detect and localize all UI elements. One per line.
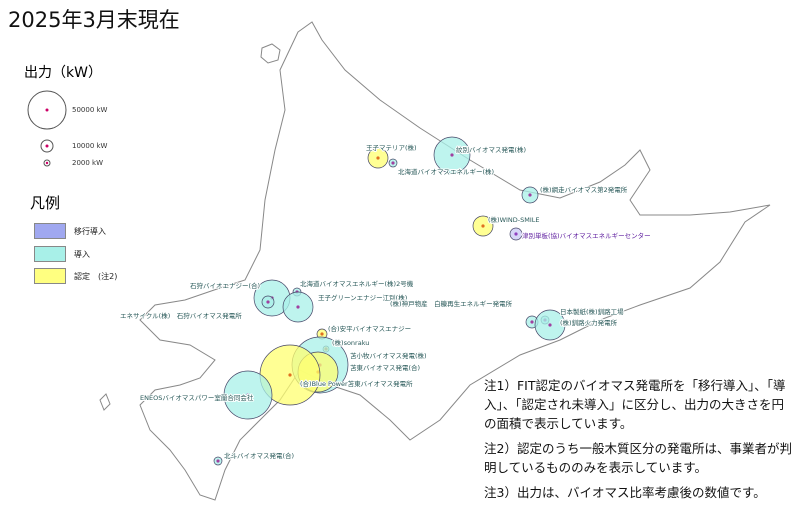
plant-dot (514, 232, 518, 236)
plant-dot (320, 332, 324, 336)
plant-dot (481, 224, 485, 228)
legend-swatch-certified (34, 268, 66, 284)
plant-dot (266, 300, 270, 304)
legend-label-certified: 認定 (注2) (74, 272, 118, 281)
legend-swatch-transition (34, 223, 66, 239)
page-title: 2025年3月末現在 (8, 8, 180, 32)
plant-dot (216, 459, 220, 463)
plant-dot (246, 393, 250, 397)
legend-swatch-introduced (34, 246, 66, 262)
plant-label: 紋別バイオマス発電(株) (456, 145, 526, 154)
plant-label: 北斗バイオマス発電(合) (224, 451, 294, 460)
note-1: 注1）FIT認定のバイオマス発電所を「移行導入」、「導入」、「認定され未導入」に… (484, 378, 786, 431)
plant-dot (450, 153, 454, 157)
plant-label: エネサイクル(株) 石狩バイオマス発電所 (120, 311, 242, 320)
plant-label: 津別単板(協)バイオマスエネルギーセンター (522, 231, 651, 240)
plant-dot (530, 320, 534, 324)
plant-label: 日本製紙(株)釧路工場 (560, 307, 624, 316)
plant-label: (合)安平バイオマスエナジー (328, 324, 411, 333)
plant-label: (合)Blue Power苫東バイオマス発電所 (300, 379, 413, 388)
plant-label: 北海道バイオマスエネルギー(株) (398, 167, 494, 176)
legend-label-transition: 移行導入 (74, 227, 106, 236)
note-2: 注2）認定のうち一般木質区分の発電所は、事業者が判明しているもののみを表示してい… (484, 441, 792, 475)
plant-label: 王子グリーンエナジー江別(株) (318, 293, 407, 302)
plant-label: ENEOSバイオマスパワー室蘭合同会社 (140, 393, 254, 402)
plant-label: (株)WIND-SMILE (488, 215, 540, 224)
plant-dot (391, 161, 395, 165)
plant-circles (213, 136, 566, 466)
size-label-2000: 2000 kW (72, 159, 104, 167)
plant-label: (株)釧路火力発電所 (560, 318, 618, 327)
size-label-10000: 10000 kW (72, 142, 108, 150)
plant-label: 北海道バイオマスエネルギー(株)2号機 (300, 279, 414, 288)
legend-label-introduced: 導入 (74, 250, 90, 259)
plant-label: 苫小牧バイオマス発電(株) (350, 351, 427, 360)
size-legend-circles (27, 90, 67, 167)
coastline (139, 21, 771, 501)
plant-label: 苫東バイオマス発電(合) (350, 363, 420, 372)
size-label-50000: 50000 kW (72, 106, 108, 114)
island-okushiri (99, 393, 111, 411)
legend-heading: 凡例 (30, 194, 61, 212)
plant-dot (288, 373, 292, 377)
note-3: 注3）出力は、バイオマス比率考慮後の数値です。 (484, 485, 766, 500)
plant-label: 石狩バイオエナジー(合) (190, 281, 260, 290)
plant-dot (376, 156, 380, 160)
plant-labels: 王子マテリア(株) 北海道バイオマスエネルギー(株) 紋別バイオマス発電(株) (株)… (119, 142, 652, 461)
plant-label: 王子マテリア(株) (366, 143, 417, 152)
plant-label: (株)網走バイオマス第2発電所 (540, 185, 628, 194)
island-rishiri (260, 43, 281, 64)
plant-label: (株)sonraku (332, 338, 369, 347)
output-legend-heading: 出力（kW） (24, 65, 102, 81)
plant-label: (株)神戸物産 白糠再生エネルギー発電所 (390, 299, 513, 308)
plant-dot (548, 323, 552, 327)
plant-dot (528, 193, 532, 197)
notes: 注1）FIT認定のバイオマス発電所を「移行導入」、「導入」、「認定され未導入」に… (484, 376, 794, 508)
plant-dot (296, 305, 300, 309)
